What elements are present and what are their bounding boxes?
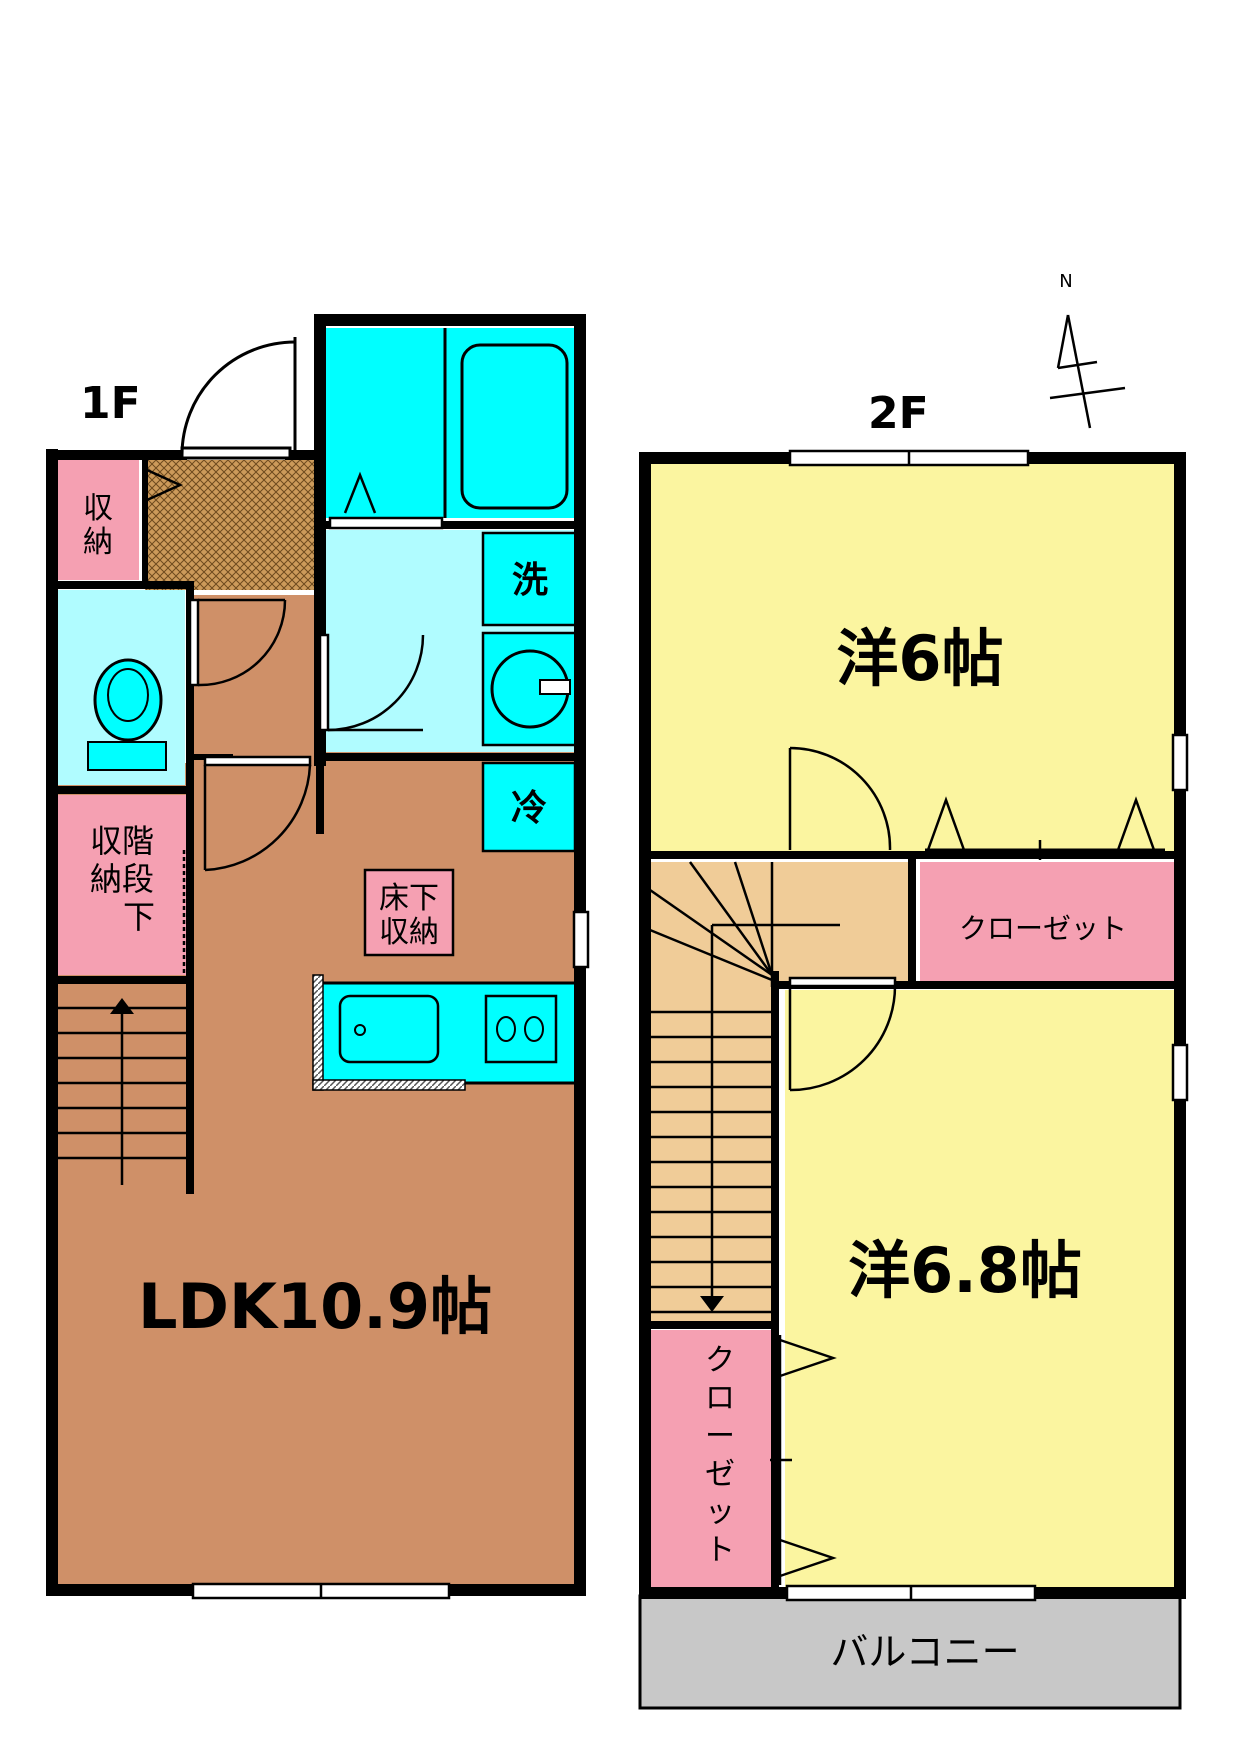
stairs-1f [57,985,187,1185]
balcony-label: バルコニー [830,1630,1019,1674]
balcony [638,1594,1182,1710]
second-floor [638,449,1189,1710]
floor-label-2f: 2F [868,388,929,439]
entry-door [180,337,297,460]
under-stair-storage-label-2: 納段 [90,860,154,898]
closet-upper [920,862,1175,982]
sink-icon [338,994,440,1064]
stair-up-arrow-icon [110,998,134,1014]
room-6-8 [785,990,1175,1590]
underfloor-storage [363,868,455,957]
stairs-2f [649,861,840,1322]
stair-down-arrow-icon [700,1296,724,1312]
under-stair-storage-label-1: 収階 [90,822,154,860]
bathtub [460,343,569,510]
closet-lower-label-5: ッ [705,1495,735,1530]
room-6-label: 洋6帖 [836,622,1003,695]
storage-label-2: 納 [83,525,113,560]
under-stair-storage-label-3: 下 [123,898,155,936]
room-6 [650,462,1175,855]
closet-lower [650,1330,772,1590]
storage-1f [57,460,139,580]
windows-2f [785,449,1189,1602]
underfloor-storage-label-1: 床下 [379,881,439,916]
windows-1f [191,910,590,1600]
storage-label-1: 収 [83,491,113,526]
fridge-label: 冷 [511,788,547,829]
ldk-label: LDK10.9帖 [138,1270,492,1343]
floor-label-1f: 1F [80,378,141,429]
closet-upper-label: クローゼット [959,912,1127,945]
washer-space [481,531,580,627]
closet-lower-label-1: ク [705,1343,735,1378]
compass-label: N [1059,271,1072,292]
under-stair-storage [57,795,187,975]
first-floor [46,314,590,1600]
closet-lower-label-2: ロ [705,1381,735,1416]
underfloor-storage-label-2: 収納 [379,915,439,950]
north-arrow-icon [1049,314,1126,429]
room-6-8-label: 洋6.8帖 [848,1234,1082,1307]
closet-lower-label-6: ト [705,1533,735,1568]
closet-lower-label-4: ゼ [705,1457,735,1492]
closet-lower-label-3: ー [705,1419,735,1454]
washer-label: 洗 [512,560,548,601]
